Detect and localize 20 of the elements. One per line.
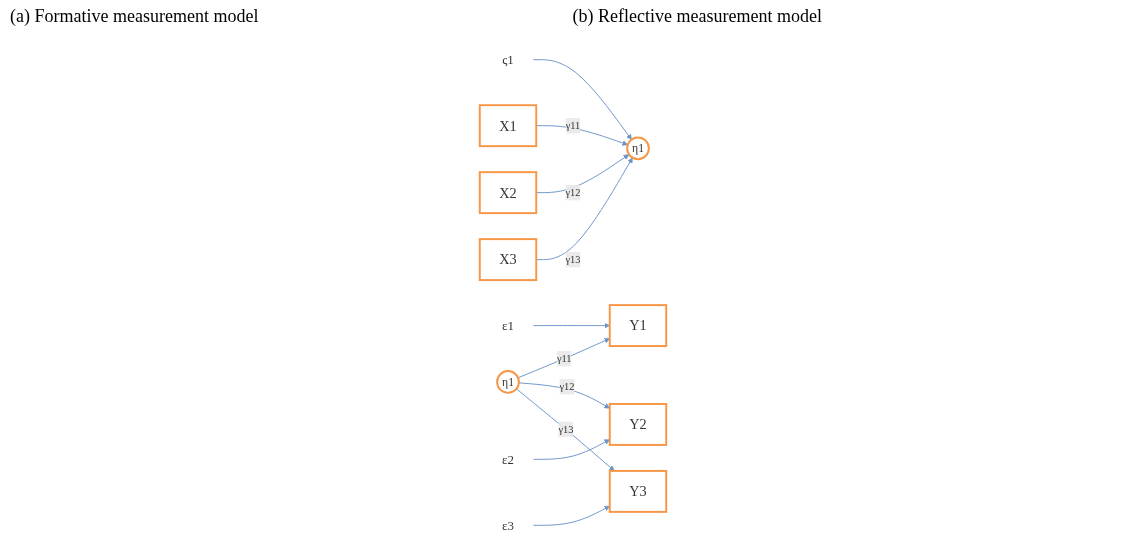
edge-label: γ12 bbox=[565, 186, 580, 198]
node-circle: η1 bbox=[625, 136, 650, 160]
node-box: Y3 bbox=[608, 469, 667, 513]
edge-label: γ13 bbox=[557, 422, 573, 434]
node-circle: η1 bbox=[495, 369, 520, 394]
edge-label: γ13 bbox=[565, 253, 580, 265]
node-box: X3 bbox=[478, 237, 537, 281]
node-text: ε3 bbox=[501, 517, 514, 532]
panel-heading: (a) Formative measurement model bbox=[10, 6, 259, 26]
edge-label: γ11 bbox=[556, 352, 571, 364]
panel-heading: (b) Reflective measurement model bbox=[572, 6, 822, 26]
node-box: X2 bbox=[478, 170, 537, 214]
node-box: Y2 bbox=[608, 402, 667, 446]
node-text: ς1 bbox=[501, 52, 514, 67]
edge-label: γ12 bbox=[559, 380, 575, 392]
node-text: ε1 bbox=[501, 317, 514, 333]
node-text: ε2 bbox=[501, 451, 514, 466]
node-box: X1 bbox=[478, 103, 537, 147]
node-box: Y1 bbox=[608, 303, 667, 347]
edge-label: γ11 bbox=[565, 119, 580, 131]
